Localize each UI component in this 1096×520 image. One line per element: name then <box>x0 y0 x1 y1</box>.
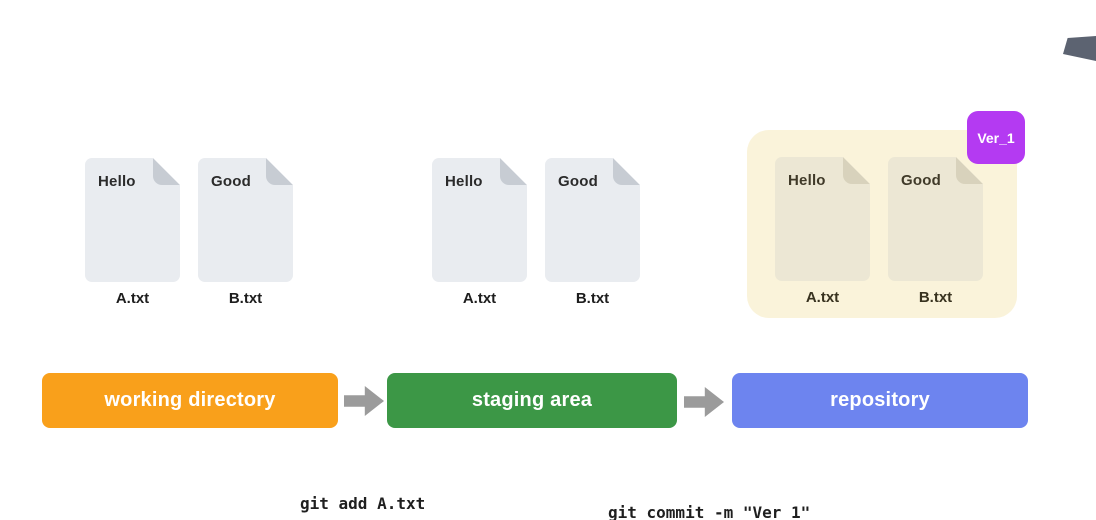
file-name: A.txt <box>462 290 497 307</box>
git-commit-line: git commit -m "Ver_1" <box>608 502 811 520</box>
file-content: Good <box>901 172 941 189</box>
arrow-right-icon <box>344 386 384 416</box>
repository-file-group: Hello A.txt Good B.txt <box>775 157 983 306</box>
arrow-right-icon <box>684 387 724 417</box>
staging-area-bar: staging area <box>387 373 677 428</box>
working-directory-bar: working directory <box>42 373 338 428</box>
file-name: B.txt <box>918 289 953 306</box>
folded-corner-icon <box>843 157 870 184</box>
file-b-staging: Good B.txt <box>545 158 640 307</box>
file-icon: Hello <box>432 158 527 282</box>
file-icon: Good <box>888 157 983 281</box>
folded-corner-icon <box>266 158 293 185</box>
file-content: Hello <box>788 172 826 189</box>
file-a-repository: Hello A.txt <box>775 157 870 306</box>
file-icon: Hello <box>775 157 870 281</box>
file-name: A.txt <box>115 290 150 307</box>
staging-area-file-group: Hello A.txt Good B.txt <box>432 158 640 307</box>
file-b-working: Good B.txt <box>198 158 293 307</box>
file-name: A.txt <box>805 289 840 306</box>
version-badge: Ver_1 <box>967 111 1025 164</box>
folded-corner-icon <box>613 158 640 185</box>
file-content: Hello <box>445 173 483 190</box>
file-a-working: Hello A.txt <box>85 158 180 307</box>
folded-corner-icon <box>500 158 527 185</box>
file-a-staging: Hello A.txt <box>432 158 527 307</box>
git-add-a-command: git add A.txt <box>300 493 426 513</box>
folded-corner-icon <box>153 158 180 185</box>
file-content: Good <box>211 173 251 190</box>
file-name: B.txt <box>228 290 263 307</box>
file-icon: Good <box>545 158 640 282</box>
working-directory-file-group: Hello A.txt Good B.txt <box>85 158 293 307</box>
repository-bar: repository <box>732 373 1028 428</box>
file-name: B.txt <box>575 290 610 307</box>
file-content: Hello <box>98 173 136 190</box>
file-icon: Hello <box>85 158 180 282</box>
file-icon: Good <box>198 158 293 282</box>
git-add-commands: git add A.txt git add B.txt <box>300 442 425 520</box>
file-content: Good <box>558 173 598 190</box>
git-commit-command: git commit -m "Ver_1" <box>608 451 810 520</box>
pointer-wedge-icon <box>1063 36 1096 61</box>
file-b-repository: Good B.txt <box>888 157 983 306</box>
